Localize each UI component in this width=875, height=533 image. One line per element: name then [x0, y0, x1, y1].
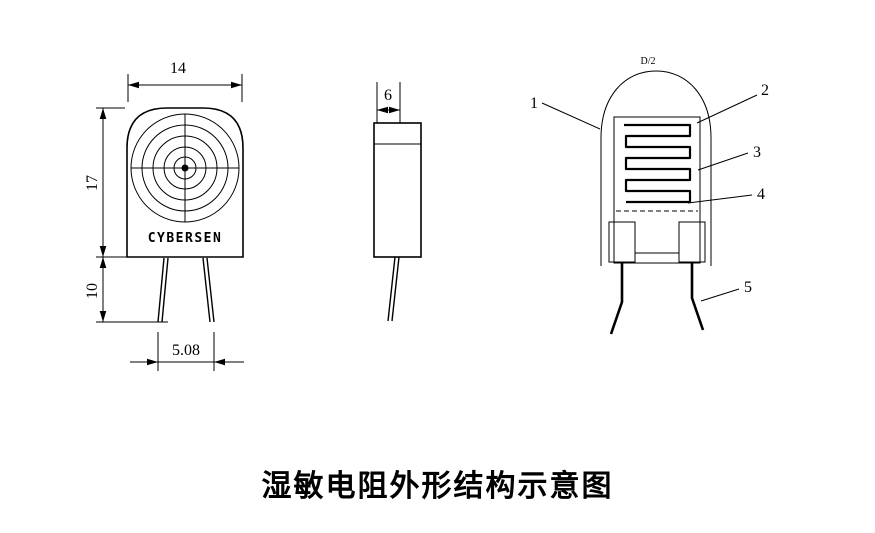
callout-label: 5	[744, 279, 752, 296]
lead-wire	[690, 262, 705, 331]
callout-leader	[541, 102, 601, 130]
front-lead-wires	[157, 257, 215, 323]
side-body-outline	[373, 122, 422, 258]
terminal-block	[678, 221, 706, 263]
lead-wire	[391, 256, 400, 322]
dim-lead-pitch-label: 5.08	[172, 342, 200, 359]
diagram-title: 湿敏电阻外形结构示意图	[261, 469, 614, 504]
electrode-comb	[624, 123, 692, 204]
callout-leader	[696, 94, 758, 124]
callout-label: 4	[757, 186, 765, 203]
dim-height-label: 17	[84, 175, 101, 191]
callout-leader	[687, 194, 753, 204]
terminal-block	[608, 221, 636, 263]
dim-thickness-label: 6	[384, 87, 392, 104]
front-body-outline	[126, 107, 244, 258]
callout-label: 3	[753, 144, 761, 161]
callout-label: 1	[530, 95, 538, 112]
concentric-circles	[130, 113, 240, 223]
side-view: 6	[373, 82, 422, 322]
dome-top-mark: D/2	[641, 56, 656, 67]
structure-view: D/2 1 2 3	[530, 56, 769, 335]
substrate-frame	[613, 116, 701, 264]
lead-wire	[206, 257, 215, 323]
lead-wire	[161, 257, 169, 323]
callout-leader	[700, 288, 740, 302]
dim-lead-length-label: 10	[84, 283, 101, 299]
brand-label: CYBERSEN	[148, 231, 223, 246]
dome-outline	[600, 70, 712, 266]
callout-leader	[697, 152, 749, 171]
callouts: 1 2 3 4 5	[530, 82, 769, 302]
callout-label: 2	[761, 82, 769, 99]
dim-width-label: 14	[170, 60, 186, 77]
lead-wire	[609, 262, 624, 335]
lead-wire	[387, 256, 396, 322]
lead-wire	[157, 257, 165, 323]
front-view: 14 CYBERSEN	[84, 60, 244, 371]
lead-wire	[202, 257, 211, 323]
